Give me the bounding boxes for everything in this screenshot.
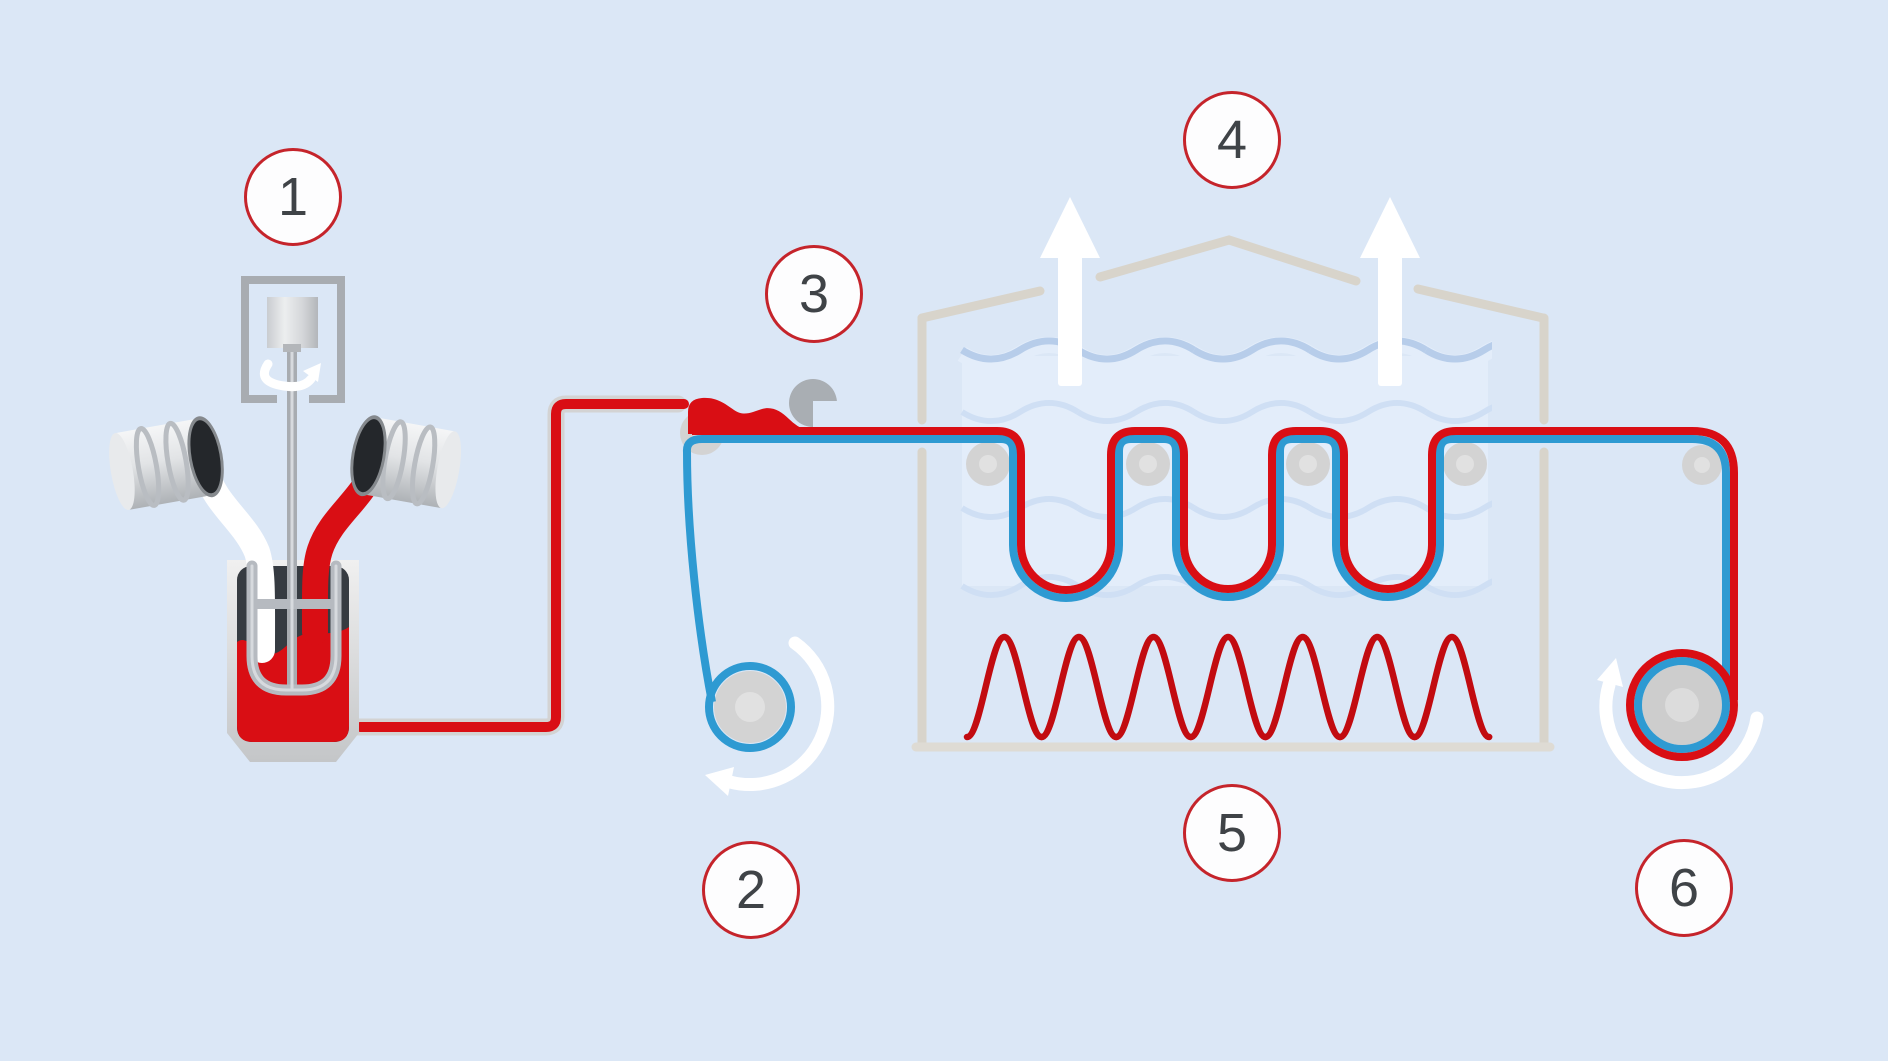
unwind-rotation-arrow-icon xyxy=(705,636,835,796)
step-label: 6 xyxy=(1668,858,1700,918)
step-label: 3 xyxy=(798,264,830,324)
step-marker-2: 2 xyxy=(702,841,800,939)
rotation-arrow-icon xyxy=(260,359,321,392)
film-web-coating xyxy=(692,427,1738,700)
agitator xyxy=(246,347,342,696)
film-web-backing xyxy=(682,435,1730,703)
step-marker-1: 1 xyxy=(244,148,342,246)
step-marker-4: 4 xyxy=(1183,91,1281,189)
mixing-tank xyxy=(109,276,462,762)
step-marker-6: 6 xyxy=(1635,839,1733,937)
step-marker-5: 5 xyxy=(1183,784,1281,882)
motor-frame xyxy=(241,276,345,403)
film-web xyxy=(682,427,1738,703)
step-label: 5 xyxy=(1216,803,1248,863)
supply-pipe xyxy=(345,395,689,736)
coating-blade xyxy=(789,379,845,429)
step-label: 4 xyxy=(1216,110,1248,170)
coating-puddle xyxy=(688,397,806,434)
agitator-motor xyxy=(267,297,318,348)
steam-arrow-icon xyxy=(1040,197,1420,386)
step-label: 2 xyxy=(735,860,767,920)
heater-coil xyxy=(967,637,1489,737)
oven-vapour-zone xyxy=(962,341,1542,595)
winder-rotation-arrow-icon xyxy=(1597,658,1764,790)
oven-outline xyxy=(917,235,1549,750)
exit-guide-roller xyxy=(1682,445,1722,485)
winder-roller xyxy=(1626,649,1738,761)
barrel-right xyxy=(350,415,462,509)
step-marker-3: 3 xyxy=(765,245,863,343)
motor-collar xyxy=(283,344,301,352)
barrel-left xyxy=(109,416,224,510)
step-label: 1 xyxy=(277,167,309,227)
unwind-roller xyxy=(705,662,795,752)
